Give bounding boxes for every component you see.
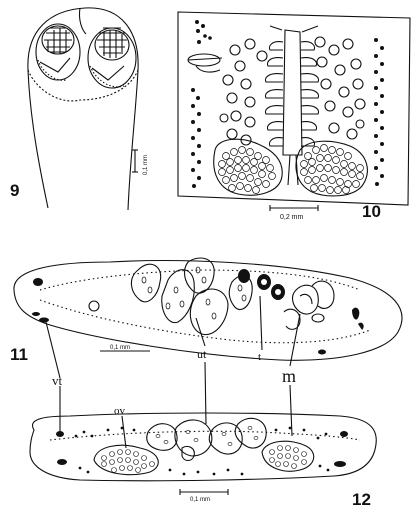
egg-field <box>219 36 366 146</box>
fig11-number: 11 <box>10 345 28 364</box>
label-ov: ov <box>114 405 126 417</box>
label-m: m <box>282 366 296 386</box>
vitellaria-left <box>191 20 212 188</box>
fig11-uterus <box>130 257 253 336</box>
figure-10-drawing: 0,2 mm 10 <box>177 11 411 221</box>
fig10-scale-label: 0,2 mm <box>280 214 304 221</box>
fig11-testes <box>238 269 285 300</box>
testes-clusters <box>213 138 368 197</box>
fig11-terminal-organs <box>283 280 364 330</box>
label-t: t <box>258 351 261 363</box>
fig12-ovary <box>93 444 159 476</box>
vitellaria-right <box>374 38 384 186</box>
label-ut: ut <box>197 347 207 361</box>
right-sucker <box>87 27 137 89</box>
fig10-number: 10 <box>362 202 381 221</box>
leader-lines <box>45 295 301 449</box>
fig9-number: 9 <box>10 181 19 200</box>
fig12-testis <box>261 440 315 472</box>
fig12-vitellaria <box>74 426 330 476</box>
central-ribbed-organ <box>264 25 320 186</box>
fig12-scale-label: 0,1 mm <box>190 497 210 503</box>
figure-12-drawing: 0,1 mm 12 <box>29 412 377 509</box>
fig12-number: 12 <box>352 490 371 509</box>
left-sucker <box>35 23 81 81</box>
figure-9-drawing: 0,1 mm 9 <box>10 7 149 211</box>
fig12-uterus <box>146 417 267 462</box>
figure-11-drawing: 0,1 mm 11 <box>10 257 403 364</box>
label-vt: vt <box>52 373 63 388</box>
fig9-scale-label: 0,1 mm <box>143 155 149 175</box>
fig11-scale-label: 0,1 mm <box>110 345 130 351</box>
